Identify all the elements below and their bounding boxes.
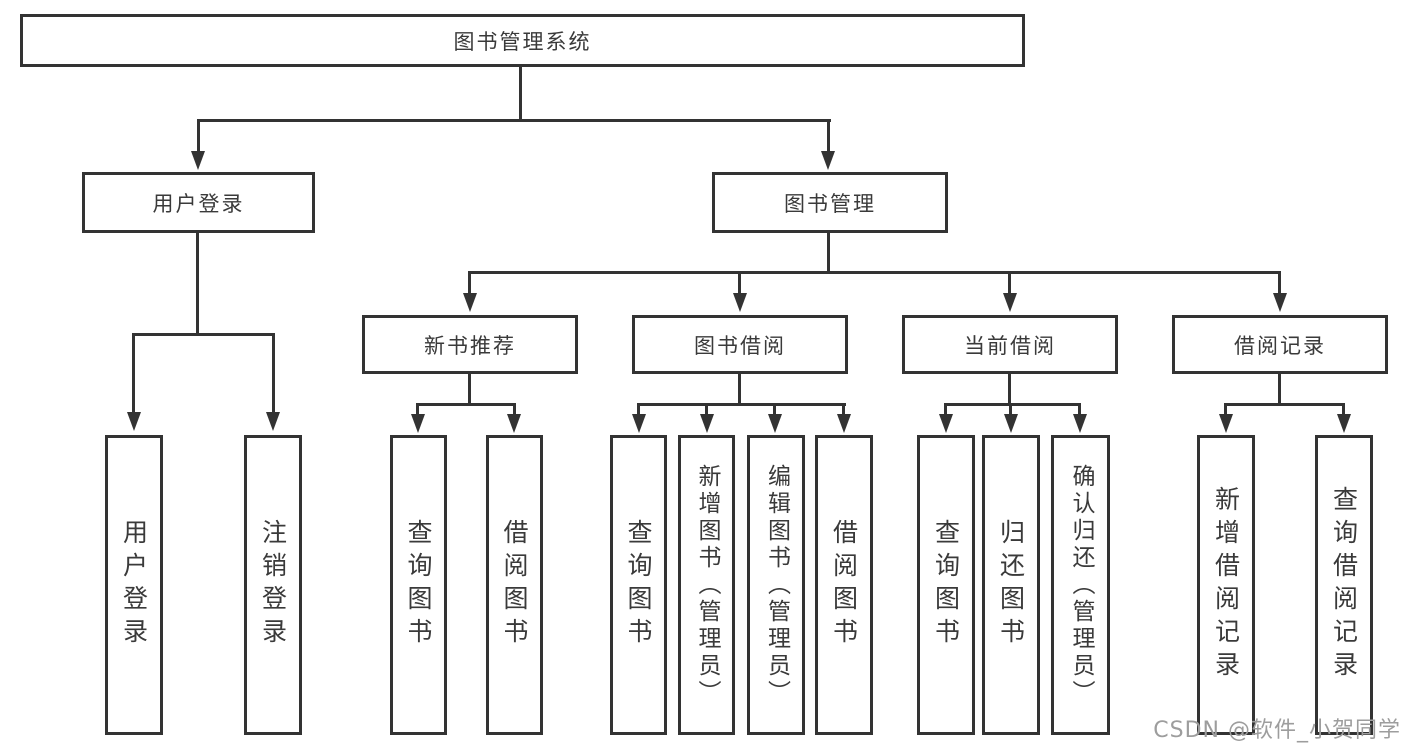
arrow-down-icon xyxy=(632,414,646,433)
connector-current-borrowing-rail xyxy=(944,403,1081,406)
arrow-down-icon xyxy=(463,293,477,312)
arrow-down-icon xyxy=(821,151,835,170)
connector-user-login-stem xyxy=(196,233,199,336)
node-user-login: 用户登录 xyxy=(82,172,315,233)
connector-leaf-stub xyxy=(1078,403,1081,416)
node-current-borrowing: 当前借阅 xyxy=(902,315,1118,374)
connector-to-book-borrowing xyxy=(738,271,741,294)
connector-leaf-stub xyxy=(944,403,947,416)
connector-root-to-user-login xyxy=(197,119,200,153)
leaf-query-books-current: 查询图书 xyxy=(917,435,975,735)
leaf-add-books-admin: 新增图书（管理员） xyxy=(678,435,735,735)
connector-book-borrowing-rail xyxy=(637,403,846,406)
connector-new-book-stem xyxy=(468,374,471,406)
arrow-down-icon xyxy=(1337,414,1351,433)
connector-new-book-rail xyxy=(416,403,516,406)
leaf-logout: 注销登录 xyxy=(244,435,302,735)
leaf-user-login: 用户登录 xyxy=(105,435,163,735)
connector-to-leaf-logout xyxy=(272,333,275,413)
connector-leaf-stub xyxy=(1224,403,1227,416)
node-new-book-recommendation: 新书推荐 xyxy=(362,315,578,374)
connector-book-management-stem xyxy=(827,233,830,274)
arrow-down-icon xyxy=(411,414,425,433)
leaf-query-books-borrowing: 查询图书 xyxy=(610,435,667,735)
csdn-watermark: CSDN @软件_小贺同学 xyxy=(1153,718,1401,743)
connector-leaf-stub xyxy=(1009,403,1012,416)
arrow-down-icon xyxy=(507,414,521,433)
connector-book-management-rail xyxy=(468,271,1281,274)
connector-to-new-book-recommendation xyxy=(468,271,471,294)
connector-book-borrowing-stem xyxy=(738,374,741,406)
leaf-add-borrow-record: 新增借阅记录 xyxy=(1197,435,1255,735)
connector-root-to-book-management xyxy=(827,119,830,153)
leaf-return-books: 归还图书 xyxy=(982,435,1040,735)
arrow-down-icon xyxy=(1004,414,1018,433)
connector-leaf-stub xyxy=(513,403,516,416)
arrow-down-icon xyxy=(768,414,782,433)
leaf-query-borrow-record: 查询借阅记录 xyxy=(1315,435,1373,735)
arrow-down-icon xyxy=(191,151,205,170)
arrow-down-icon xyxy=(700,414,714,433)
connector-leaf-stub xyxy=(416,403,419,416)
arrow-down-icon xyxy=(127,412,141,431)
connector-to-borrowing-records xyxy=(1278,271,1281,294)
connector-leaf-stub xyxy=(637,403,640,416)
node-borrowing-records: 借阅记录 xyxy=(1172,315,1388,374)
leaf-edit-books-admin: 编辑图书（管理员） xyxy=(747,435,805,735)
arrow-down-icon xyxy=(733,293,747,312)
arrow-down-icon xyxy=(1003,293,1017,312)
arrow-down-icon xyxy=(1073,414,1087,433)
connector-leaf-stub xyxy=(1342,403,1345,416)
arrow-down-icon xyxy=(939,414,953,433)
arrow-down-icon xyxy=(1273,293,1287,312)
connector-to-leaf-user-login xyxy=(132,333,135,413)
connector-borrowing-records-stem xyxy=(1278,374,1281,406)
leaf-query-books-recommend: 查询图书 xyxy=(390,435,447,735)
node-library-management-system: 图书管理系统 xyxy=(20,14,1025,67)
connector-root-stem xyxy=(519,67,522,121)
connector-leaf-stub xyxy=(705,403,708,416)
arrow-down-icon xyxy=(837,414,851,433)
node-book-management: 图书管理 xyxy=(712,172,948,233)
connector-leaf-stub xyxy=(842,403,845,416)
connector-root-rail xyxy=(197,119,831,122)
arrow-down-icon xyxy=(1219,414,1233,433)
node-book-borrowing: 图书借阅 xyxy=(632,315,848,374)
leaf-borrow-books-recommend: 借阅图书 xyxy=(486,435,543,735)
connector-leaf-stub xyxy=(773,403,776,416)
leaf-borrow-books: 借阅图书 xyxy=(815,435,873,735)
connector-borrowing-records-rail xyxy=(1224,403,1345,406)
connector-user-login-rail xyxy=(132,333,275,336)
connector-to-current-borrowing xyxy=(1008,271,1011,294)
leaf-confirm-return-admin: 确认归还（管理员） xyxy=(1051,435,1110,735)
arrow-down-icon xyxy=(266,412,280,431)
connector-current-borrowing-stem xyxy=(1008,374,1011,406)
